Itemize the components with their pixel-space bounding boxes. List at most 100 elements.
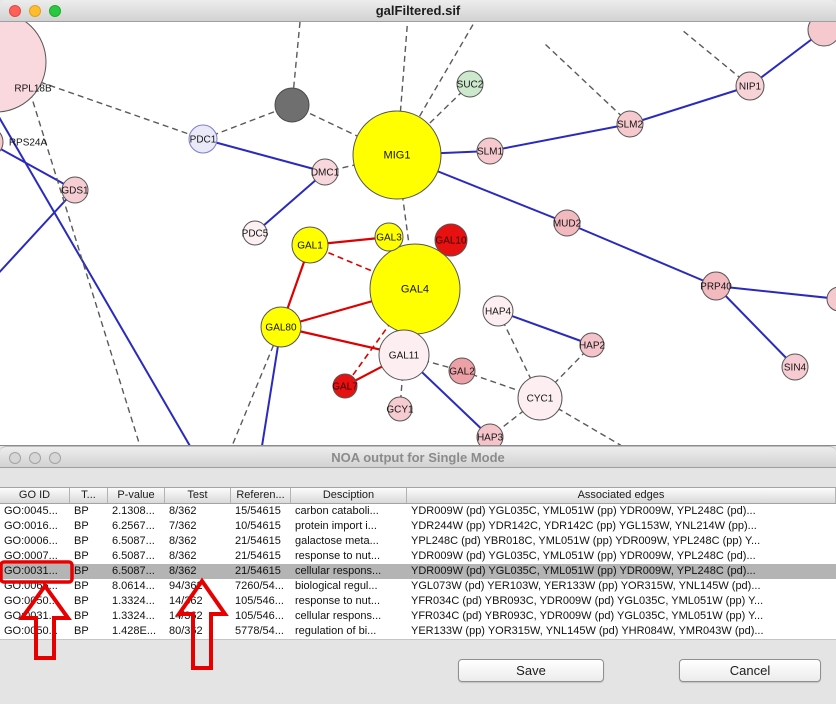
node-hap4[interactable] xyxy=(482,295,514,327)
graph-window-titlebar[interactable]: galFiltered.sif xyxy=(0,0,836,22)
node-mud2[interactable] xyxy=(553,209,581,237)
node-unlabeled[interactable] xyxy=(807,22,836,47)
edge-pp[interactable] xyxy=(254,171,326,234)
close-button[interactable] xyxy=(9,5,21,17)
edge-pd[interactable] xyxy=(291,22,301,106)
table-cell: BP xyxy=(74,610,89,622)
table-cell: 8/362 xyxy=(169,505,197,517)
edge-pd[interactable] xyxy=(544,43,631,125)
column-header-referen[interactable]: Referen... xyxy=(231,488,291,503)
table-cell: cellular respons... xyxy=(295,565,382,577)
node-gal2[interactable] xyxy=(448,357,476,385)
edge-pp[interactable] xyxy=(566,222,717,287)
cancel-button[interactable]: Cancel xyxy=(679,659,821,682)
zoom-button[interactable] xyxy=(49,5,61,17)
node-slm2[interactable] xyxy=(616,110,644,138)
edge-pd[interactable] xyxy=(202,104,293,140)
column-header-desciption[interactable]: Desciption xyxy=(291,488,407,503)
table-cell: 6.5087... xyxy=(112,565,155,577)
minimize-button[interactable] xyxy=(29,452,41,464)
node-gal3[interactable] xyxy=(374,222,404,252)
table-cell: GO:0007... xyxy=(4,550,58,562)
node-label: NIP1 xyxy=(739,82,762,93)
edge-pp[interactable] xyxy=(715,285,836,300)
node-label: GAL2 xyxy=(449,367,475,378)
node-mig1[interactable] xyxy=(352,110,442,200)
edge-pd[interactable] xyxy=(461,370,541,399)
node-pdc1[interactable] xyxy=(188,124,218,154)
close-button[interactable] xyxy=(9,452,21,464)
edge-pd[interactable] xyxy=(29,91,141,446)
edge-pp[interactable] xyxy=(629,85,751,125)
table-cell: 5778/54... xyxy=(235,625,284,637)
node-unlabeled[interactable] xyxy=(826,286,836,312)
edge-pp[interactable] xyxy=(489,123,631,152)
node-gal1[interactable] xyxy=(291,226,329,264)
edge-pp[interactable] xyxy=(497,310,593,346)
edge-pp[interactable] xyxy=(0,142,76,191)
minimize-button[interactable] xyxy=(29,5,41,17)
edge-pd[interactable] xyxy=(396,22,409,156)
node-sin4[interactable] xyxy=(781,353,809,381)
table-cell: 7/362 xyxy=(169,520,197,532)
edge-pp[interactable] xyxy=(0,112,191,446)
column-header-t[interactable]: T... xyxy=(70,488,108,503)
edge-pp[interactable] xyxy=(0,189,76,277)
column-header-test[interactable]: Test xyxy=(165,488,231,503)
node-cyc1[interactable] xyxy=(517,375,563,421)
column-header-go-id[interactable]: GO ID xyxy=(0,488,70,503)
edge-pp[interactable] xyxy=(202,138,326,173)
noa-window-titlebar[interactable]: NOA output for Single Mode xyxy=(0,446,836,468)
node-gal11[interactable] xyxy=(378,329,430,381)
table-cell: YDR009W (pd) YGL035C, YML051W (pp) YDR00… xyxy=(411,550,756,562)
edge-pd[interactable] xyxy=(39,81,204,140)
node-gds1[interactable] xyxy=(61,176,89,204)
node-unlabeled[interactable] xyxy=(274,87,310,123)
node-nip1[interactable] xyxy=(735,71,765,101)
node-gal10[interactable] xyxy=(434,223,468,257)
node-gcy1[interactable] xyxy=(387,396,413,422)
save-button[interactable]: Save xyxy=(458,659,604,682)
edge-pd[interactable] xyxy=(681,29,751,87)
table-cell: cellular respons... xyxy=(295,610,382,622)
table-cell: 80/362 xyxy=(169,625,203,637)
node-prp40[interactable] xyxy=(701,271,731,301)
node-dmc1[interactable] xyxy=(311,158,339,186)
table-cell: 105/546... xyxy=(235,610,284,622)
edge-pp[interactable] xyxy=(715,285,796,368)
table-cell: 2.1308... xyxy=(112,505,155,517)
edge-pd[interactable] xyxy=(497,310,541,399)
node-label: CYC1 xyxy=(527,394,554,405)
node-label: GAL4 xyxy=(401,284,429,296)
node-label: DMC1 xyxy=(311,168,340,179)
window-controls-inactive xyxy=(9,452,61,464)
table-cell: biological regul... xyxy=(295,580,378,592)
node-rps24a[interactable] xyxy=(0,127,4,157)
node-rpl18b[interactable] xyxy=(0,22,47,113)
node-gal7[interactable] xyxy=(332,373,358,399)
node-slm1[interactable] xyxy=(476,137,504,165)
node-hap2[interactable] xyxy=(579,332,605,358)
zoom-button[interactable] xyxy=(49,452,61,464)
node-hap3[interactable] xyxy=(476,423,504,446)
column-header-associated-edges[interactable]: Associated edges xyxy=(407,488,836,503)
column-header-pvalue[interactable]: P-value xyxy=(108,488,165,503)
node-pdc5[interactable] xyxy=(242,220,268,246)
edge-pd[interactable] xyxy=(231,326,282,446)
noa-window-title: NOA output for Single Mode xyxy=(331,449,505,465)
node-suc2[interactable] xyxy=(456,70,484,98)
node-gal80[interactable] xyxy=(260,306,302,348)
